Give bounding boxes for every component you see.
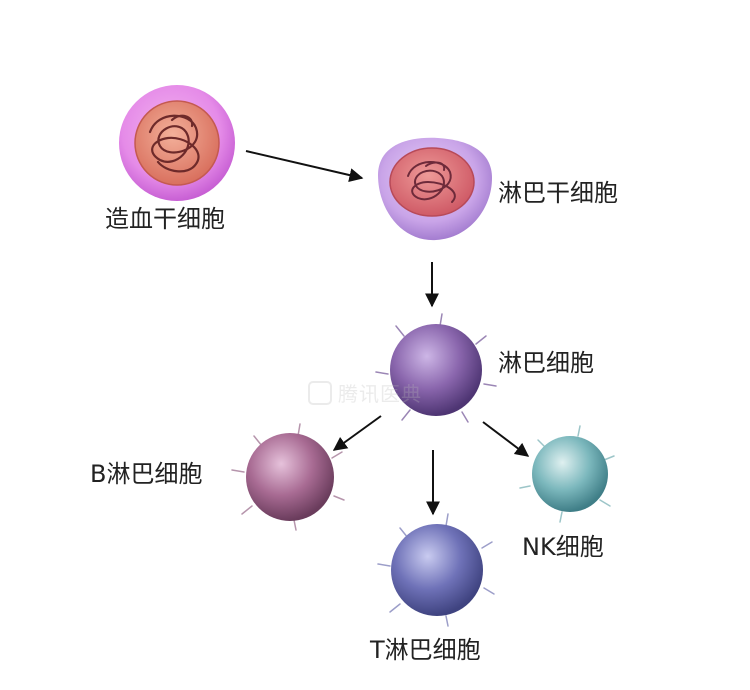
- label-hematopoietic-stem-cell: 造血干细胞: [105, 205, 225, 233]
- arrow-lymphocyte-to-nk-cell: [482, 421, 530, 457]
- t-lymphocyte-cell: [377, 513, 495, 627]
- label-lymphoid-stem-cell: 淋巴干细胞: [498, 179, 618, 207]
- label-nk-cell: NK细胞: [522, 533, 604, 561]
- lymphoid-stem-cell: [378, 137, 492, 241]
- label-t-lymphocyte: T淋巴细胞: [370, 636, 481, 664]
- watermark-logo-icon: [308, 380, 332, 405]
- b-lymphocyte-cell: [231, 423, 345, 531]
- arrow-lymphocyte-to-b-cell: [332, 415, 382, 451]
- watermark: 腾讯医典: [308, 378, 422, 407]
- label-b-lymphocyte: B淋巴细胞: [90, 460, 203, 488]
- nk-cell: [519, 425, 615, 523]
- watermark-text: 腾讯医典: [338, 382, 422, 406]
- hematopoietic-stem-cell: [119, 85, 235, 201]
- lymphocyte-cell: [375, 313, 497, 423]
- label-lymphocyte: 淋巴细胞: [498, 349, 594, 377]
- arrow-stem-to-lymphoid: [245, 150, 364, 182]
